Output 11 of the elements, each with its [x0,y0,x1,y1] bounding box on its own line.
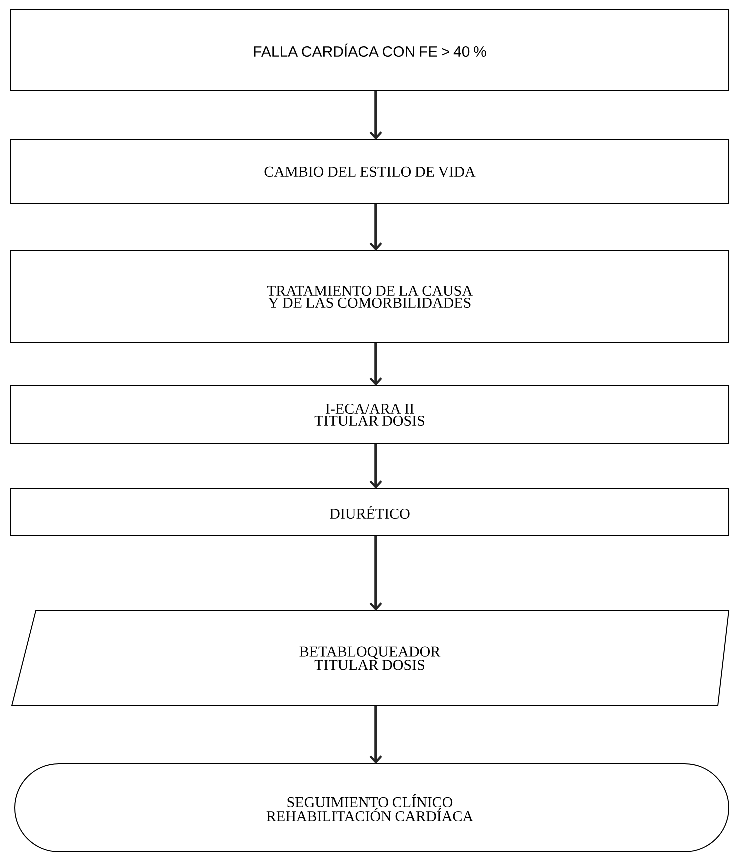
arrow [370,706,382,764]
process-box: I-ECA/ARA II TITULAR DOSIS [10,386,730,444]
arrow [370,444,382,489]
arrow [370,343,382,386]
process-box: FALLA CARDÍACA CON FE > 40 % [10,10,730,92]
arrow [370,204,382,251]
process-box: CAMBIO DEL ESTILO DE VIDA [10,140,730,204]
process-box: TRATAMIENTO DE LA CAUSA Y DE LAS COMORBILIDADES [10,250,730,344]
arrow [370,91,382,140]
arrow [370,536,382,611]
process-box: DIURÉTICO [10,488,730,536]
